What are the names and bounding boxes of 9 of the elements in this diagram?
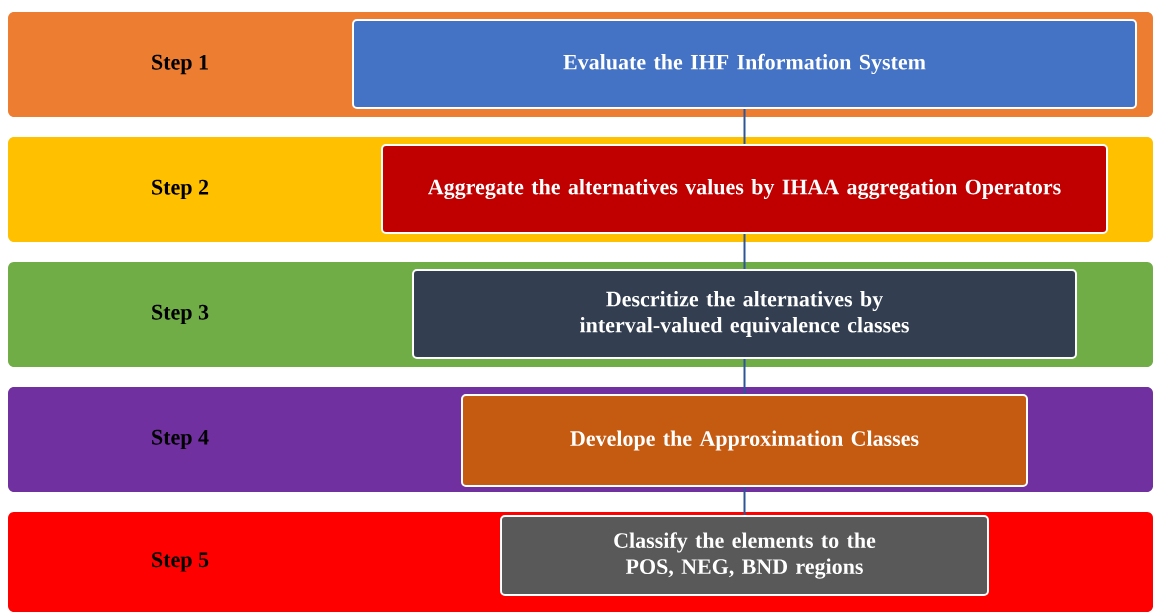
process-box: Develope the Approximation Classes <box>461 394 1028 487</box>
connector-line <box>743 486 746 516</box>
process-box: Evaluate the IHF Information System <box>352 19 1137 109</box>
process-box: Aggregate the alternatives values by IHAA aggregation Operators <box>381 144 1108 234</box>
connector-line <box>743 233 746 270</box>
process-box: Classify the elements to the POS, NEG, BND regions <box>500 515 989 596</box>
process-box: Descritize the alternatives by interval-valued equivalence classes <box>412 269 1077 359</box>
connector-line <box>743 358 746 395</box>
connector-line <box>743 108 746 145</box>
